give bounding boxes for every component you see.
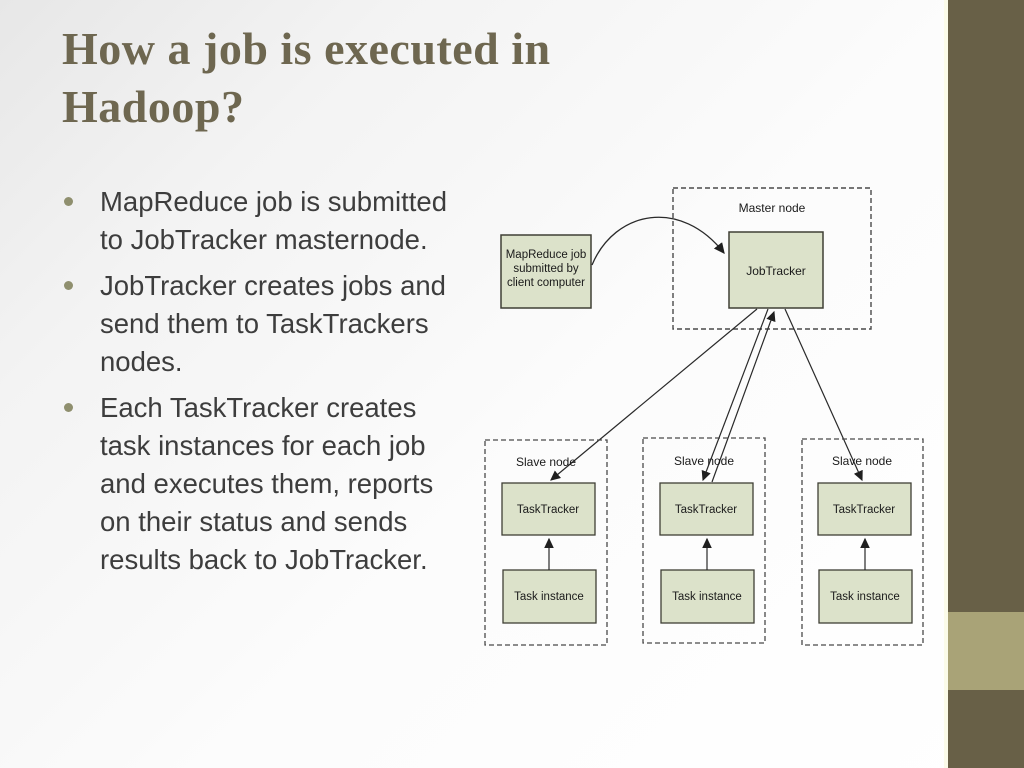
jobtracker-to-tasktracker1-arrow <box>550 308 758 481</box>
bullet-dot <box>64 197 73 206</box>
bullet-dot <box>64 281 73 290</box>
right-sidebar <box>948 0 1024 768</box>
page-title: How a job is executed in Hadoop? <box>62 20 942 136</box>
bullet-item-3: Each TaskTracker creates task instances … <box>62 389 474 579</box>
sidebar-accent-band <box>948 612 1024 690</box>
sidebar-edge-line <box>944 0 948 768</box>
bullet-text: Each TaskTracker creates task instances … <box>100 392 434 575</box>
client-job-line-1: MapReduce job <box>506 249 587 261</box>
jobtracker-box <box>728 231 824 309</box>
client-job-line-2: submitted by <box>513 263 578 275</box>
bullet-item-2: JobTracker creates jobs and send them to… <box>62 267 474 381</box>
submit-arrow <box>591 216 725 266</box>
tasktracker-box-3 <box>817 482 912 536</box>
task-instance-label-3: Task instance <box>830 591 900 603</box>
bullet-dot <box>64 403 73 412</box>
task-instance-label-1: Task instance <box>514 591 584 603</box>
bullet-item-1: MapReduce job is submitted to JobTracker… <box>62 183 474 259</box>
tasktracker-label-3: TaskTracker <box>833 504 895 516</box>
slave-node-label-2: Slave node <box>674 454 734 468</box>
title-line-1: How a job is executed in <box>62 23 551 74</box>
tasktracker-box-2 <box>659 482 754 536</box>
tasktracker-label-2: TaskTracker <box>675 504 737 516</box>
bullet-text: JobTracker creates jobs and send them to… <box>100 270 446 377</box>
master-node-label: Master node <box>739 201 806 215</box>
slave-node-label-1: Slave node <box>516 455 576 469</box>
slave-node-box-3 <box>801 438 924 646</box>
client-job-line-3: client computer <box>507 277 585 289</box>
jobtracker-label: JobTracker <box>746 264 806 278</box>
task-instance-box-3 <box>818 569 913 624</box>
title-line-2: Hadoop? <box>62 81 245 132</box>
jobtracker-to-tasktracker2-arrow <box>701 308 769 482</box>
tasktracker2-to-jobtracker-arrow <box>711 310 776 483</box>
client-job-box <box>500 234 592 309</box>
tasktracker-label-1: TaskTracker <box>517 504 579 516</box>
slave-node-box-2 <box>642 437 766 644</box>
master-node-box <box>672 187 872 330</box>
tasktracker-box-1 <box>501 482 596 536</box>
slave-node-box-1 <box>484 439 608 646</box>
task-instance-box-1 <box>502 569 597 624</box>
bullet-text: MapReduce job is submitted to JobTracker… <box>100 186 447 255</box>
slave-node-label-3: Slave node <box>832 454 892 468</box>
task-instance-label-2: Task instance <box>672 591 742 603</box>
bullet-list: MapReduce job is submitted to JobTracker… <box>62 183 474 587</box>
task-instance-box-2 <box>660 569 755 624</box>
jobtracker-to-tasktracker3-arrow <box>784 308 863 482</box>
hadoop-diagram: Master node JobTracker MapReduce job sub… <box>484 187 924 646</box>
